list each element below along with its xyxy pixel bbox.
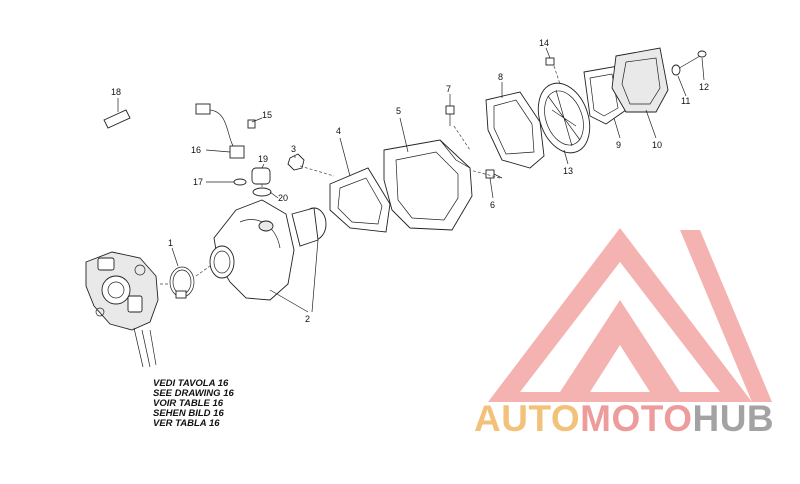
callout-15: 15	[262, 110, 272, 120]
filter-cover-frame	[485, 91, 545, 169]
leader-lines	[117, 47, 705, 313]
clip-14	[545, 57, 555, 66]
washer-11	[671, 64, 681, 76]
callout-11: 11	[681, 96, 690, 106]
callout-18: 18	[111, 87, 121, 97]
callout-5: 5	[396, 106, 401, 116]
throttle-body	[85, 251, 159, 368]
cap-19	[251, 167, 271, 185]
brand-auto: AUTO	[474, 398, 581, 439]
screw-7	[445, 105, 455, 126]
assembly-lines	[160, 65, 561, 285]
brand-moto: MOTO	[580, 398, 693, 439]
nut-3	[287, 153, 305, 171]
note-line-it: VEDI TAVOLA 16	[153, 378, 229, 389]
callout-1: 1	[168, 238, 173, 248]
note-line-fr: VOIR TABLE 16	[153, 398, 224, 409]
callout-16: 16	[191, 145, 201, 155]
note-line-de: SEHEN BILD 16	[153, 408, 224, 419]
airbox-housing	[383, 139, 473, 231]
callout-14: 14	[539, 38, 549, 48]
intake-manifold	[209, 199, 327, 301]
callout-7: 7	[446, 84, 451, 94]
airbox-cover	[611, 47, 669, 113]
screw-12	[675, 50, 707, 71]
callout-9: 9	[616, 140, 621, 150]
callout-labels: 1 2 3 4 5 6 7 8 9 10 11 12 13 14 15 16 1…	[111, 38, 709, 324]
note-line-en: SEE DRAWING 16	[153, 388, 234, 399]
screw-15	[247, 119, 256, 129]
callout-4: 4	[336, 126, 341, 136]
callout-3: 3	[291, 144, 296, 154]
callout-12: 12	[699, 82, 709, 92]
hose-clamp	[169, 266, 195, 299]
seal-17	[233, 178, 247, 186]
callout-20: 20	[278, 193, 288, 203]
screw-6	[485, 169, 503, 179]
callout-13: 13	[563, 166, 573, 176]
automotohub-logo-mark	[488, 228, 772, 402]
clamp-20	[252, 187, 272, 197]
callout-2: 2	[305, 314, 310, 324]
automotohub-wordmark: AUTOMOTOHUB	[474, 397, 774, 441]
callout-8: 8	[498, 72, 503, 82]
callout-6: 6	[490, 200, 495, 210]
note-line-es: VER TABLA 16	[153, 418, 220, 429]
sensor-16	[195, 103, 245, 159]
reference-note: VEDI TAVOLA 16 SEE DRAWING 16 VOIR TABLE…	[153, 378, 234, 429]
callout-17: 17	[193, 177, 203, 187]
air-filter-element	[537, 82, 591, 154]
callout-19: 19	[258, 154, 268, 164]
tie-18	[103, 109, 131, 129]
brand-hub: HUB	[692, 398, 775, 439]
gasket	[329, 167, 391, 233]
callout-10: 10	[652, 140, 662, 150]
